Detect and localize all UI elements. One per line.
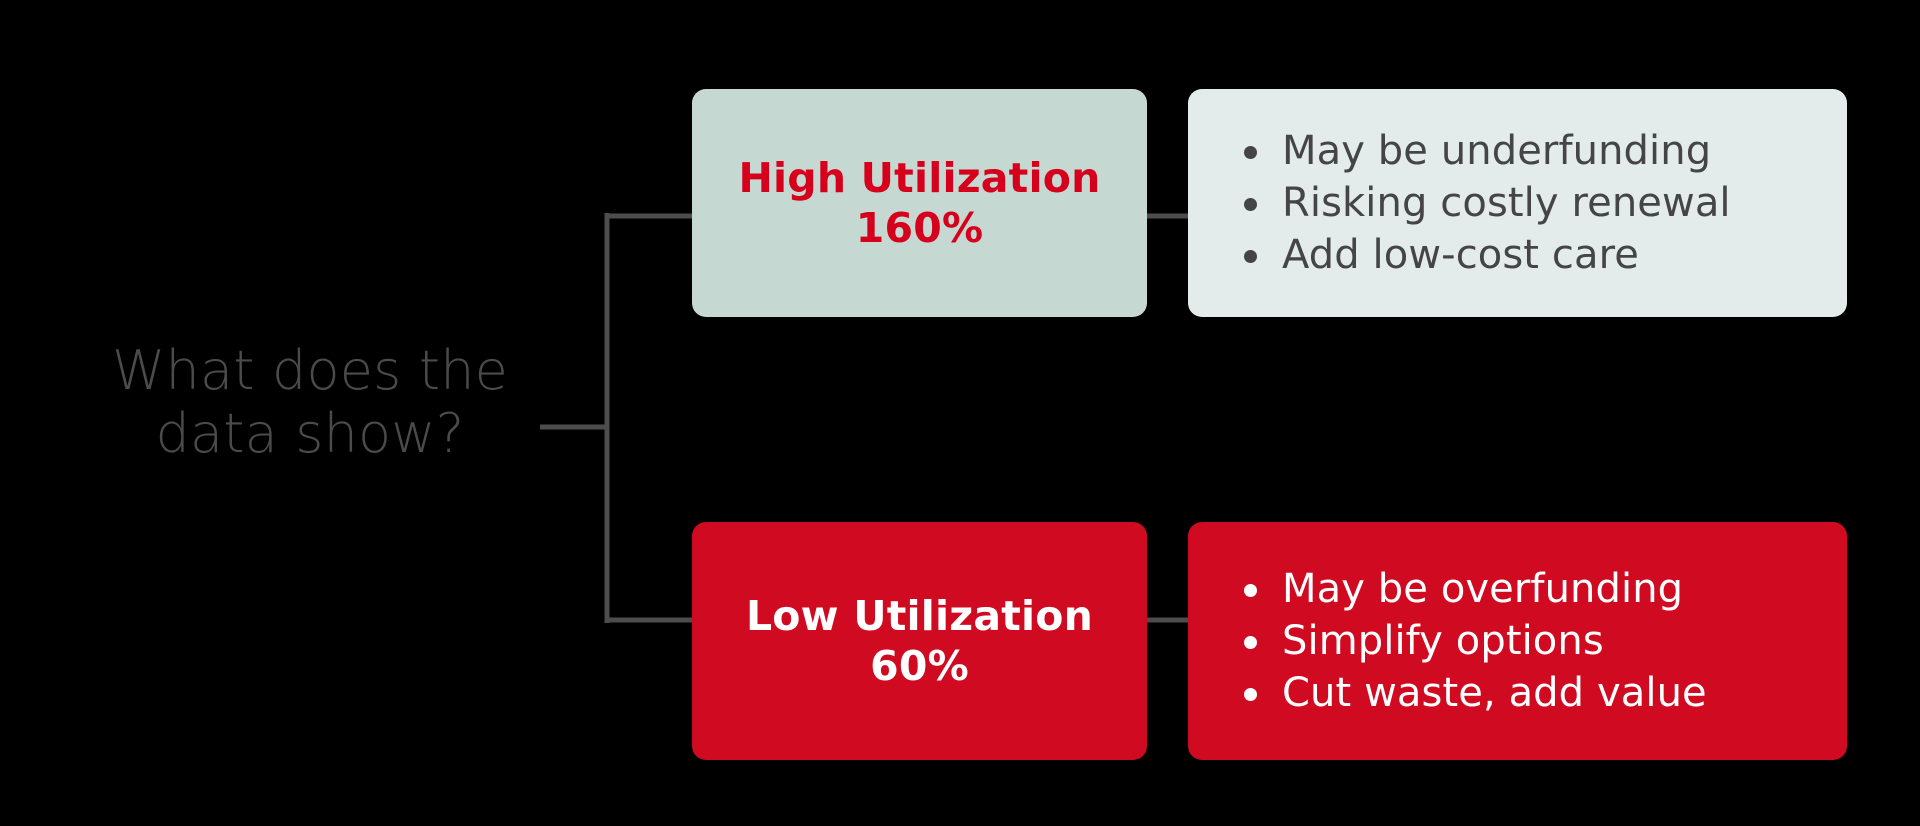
root-question-label: What does the data show?: [111, 339, 509, 465]
low-utilization-bullet-list: May be overfunding Simplify options Cut …: [1188, 563, 1847, 719]
list-item: Add low-cost care: [1238, 229, 1847, 281]
card-low-utilization-details[interactable]: May be overfunding Simplify options Cut …: [1188, 522, 1847, 760]
list-item: Simplify options: [1238, 615, 1847, 667]
card-low-utilization-value: 60%: [870, 642, 969, 690]
list-item: May be overfunding: [1238, 563, 1847, 615]
card-high-utilization[interactable]: High Utilization 160%: [692, 89, 1147, 317]
high-utilization-bullet-list: May be underfunding Risking costly renew…: [1188, 125, 1847, 281]
list-item: May be underfunding: [1238, 125, 1847, 177]
list-item: Risking costly renewal: [1238, 177, 1847, 229]
list-item: Cut waste, add value: [1238, 667, 1847, 719]
card-low-utilization-title: Low Utilization: [745, 591, 1094, 640]
card-high-utilization-title: High Utilization: [738, 153, 1101, 202]
card-high-utilization-value: 160%: [855, 204, 984, 252]
card-low-utilization[interactable]: Low Utilization 60%: [692, 522, 1147, 760]
card-high-utilization-details[interactable]: May be underfunding Risking costly renew…: [1188, 89, 1847, 317]
